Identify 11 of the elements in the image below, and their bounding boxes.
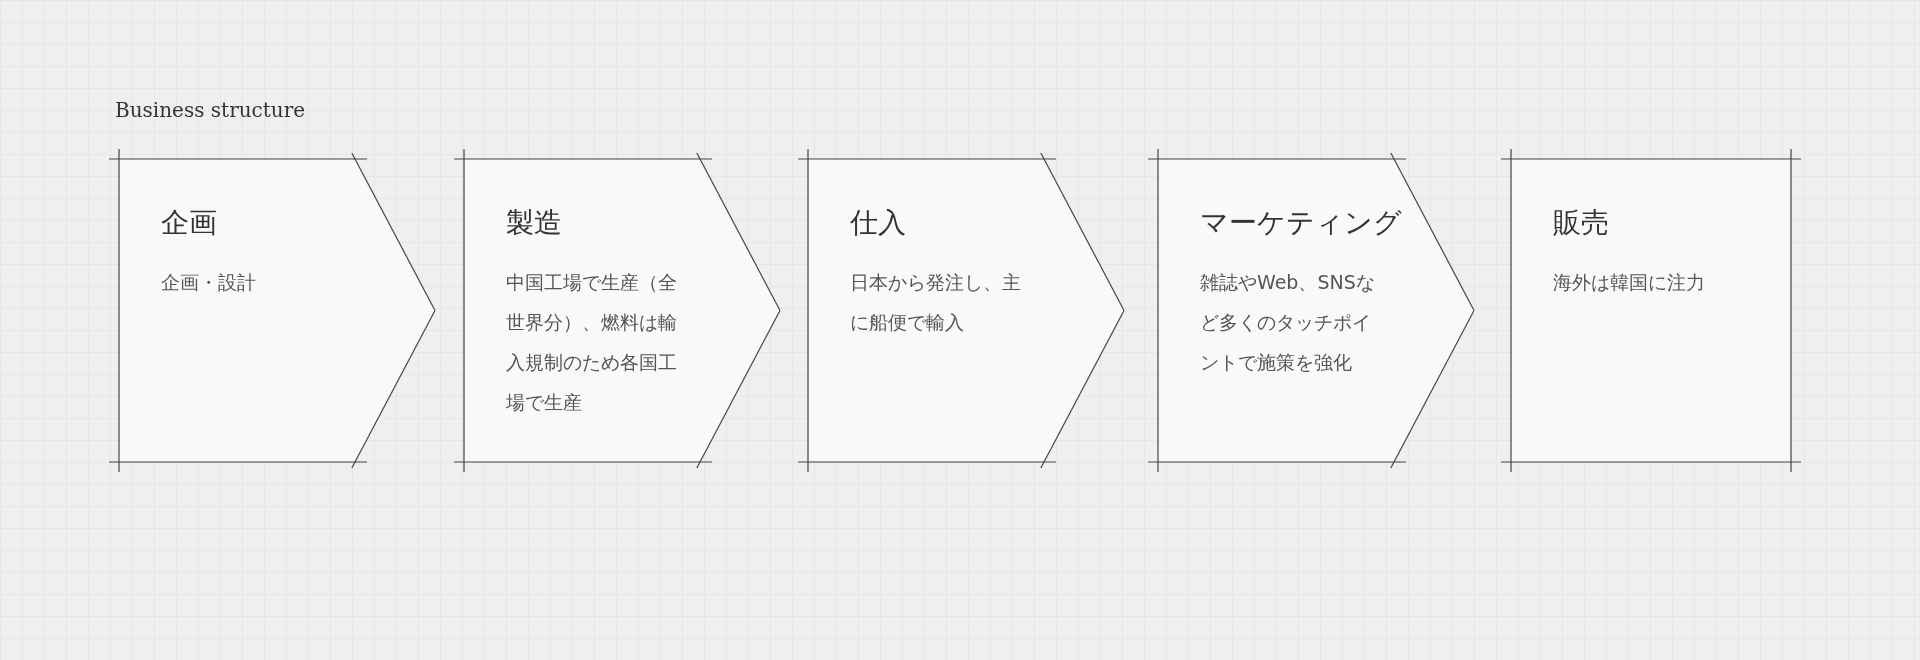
step-heading: マーケティング [1200, 205, 1402, 241]
step-heading: 企画 [161, 205, 217, 241]
step-description: 海外は韓国に注力 [1553, 270, 1706, 295]
diagram-title: Business structure [115, 98, 306, 122]
step-description: 企画・設計 [161, 270, 257, 295]
step-heading: 仕入 [850, 205, 906, 241]
step-description: 中国工場で生産（全世界分）、燃料は輸入規制のため各国工場で生産 [506, 270, 678, 415]
step-heading: 製造 [506, 205, 562, 241]
step-heading: 販売 [1553, 205, 1609, 241]
step-description: 日本から発注し、主に船便で輸入 [850, 270, 1022, 335]
step-description: 雑誌やWeb、SNSなど多くのタッチポイントで施策を強化 [1200, 270, 1376, 375]
